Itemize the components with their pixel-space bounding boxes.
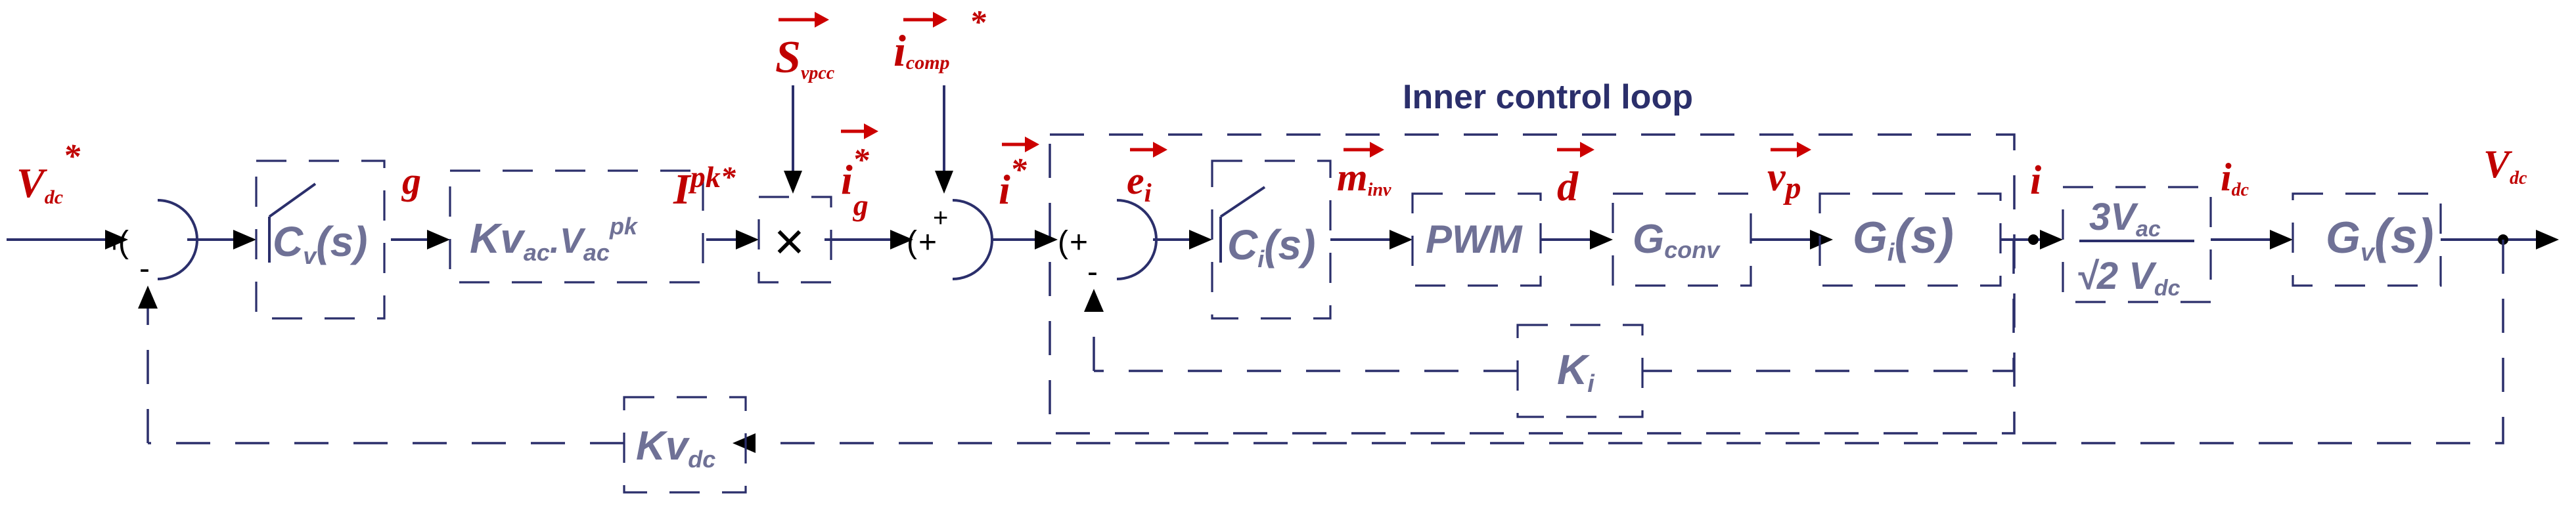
label-s-vpcc: Svpcc [775, 12, 835, 83]
svg-text:+: + [105, 225, 124, 260]
label-ig-ref: i*g [841, 123, 878, 222]
label-i-ref: i* [999, 137, 1039, 213]
inner-loop-boundary [1049, 133, 2016, 435]
label-ipk: Ipk* [673, 160, 736, 213]
svg-text:minv: minv [1337, 156, 1391, 200]
svg-text:Svpcc: Svpcc [775, 32, 835, 83]
svg-text:Ki: Ki [1557, 346, 1595, 398]
svg-text:Gi(s): Gi(s) [1853, 209, 1954, 267]
label-i: i [2030, 158, 2041, 203]
gv-plant-block: Gv(s) [2292, 192, 2442, 287]
svg-text:Vdc*: Vdc* [16, 138, 81, 208]
svg-text:Gv(s): Gv(s) [2326, 209, 2434, 267]
svg-text:+: + [1070, 225, 1088, 260]
summing-junction-2: ( + + [907, 199, 993, 280]
svg-text:-: - [139, 251, 150, 286]
svg-text:×: × [774, 212, 805, 270]
dc-conversion-block: 3Vac √2 Vdc [2062, 186, 2212, 303]
label-g: g [401, 160, 421, 202]
label-idc: idc [2221, 156, 2249, 200]
summing-junction-3: ( + - [1058, 199, 1158, 290]
svg-text:+: + [933, 204, 948, 232]
svg-text:vp: vp [1767, 155, 1801, 205]
gain-kvac-vacpk-block: Kvac.Vacpk [449, 169, 704, 284]
gi-plant-block: Gi(s) [1819, 192, 2002, 287]
ci-controller-block: Ci(s) [1211, 160, 1332, 320]
svg-text:i*g: i*g [841, 141, 870, 222]
label-d: d [1557, 142, 1594, 209]
ki-feedback-block: Ki [1516, 324, 1644, 418]
svg-text:Cv(s): Cv(s) [273, 218, 367, 269]
svg-text:Ci(s): Ci(s) [1227, 221, 1315, 272]
svg-text:+: + [918, 225, 937, 260]
svg-text:ei: ei [1127, 159, 1152, 207]
inner-loop-title: Inner control loop [1403, 78, 1693, 116]
label-vdc: Vdc [2483, 142, 2527, 188]
svg-text:Kvac.Vacpk: Kvac.Vacpk [470, 213, 639, 266]
gconv-block: Gconv [1612, 192, 1752, 287]
svg-text:Ipk*: Ipk* [673, 160, 736, 213]
inner-feedback-path [1642, 240, 2015, 372]
svg-text:icomp*: icomp* [893, 3, 987, 75]
svg-text:Kvdc: Kvdc [636, 423, 715, 473]
label-vdc-ref: Vdc* [16, 138, 81, 208]
svg-text:idc: idc [2221, 156, 2249, 200]
svg-text:i*: i* [999, 151, 1028, 213]
svg-text:3Vac: 3Vac [2089, 196, 2161, 242]
svg-text:Gconv: Gconv [1633, 217, 1721, 263]
svg-text:-: - [1087, 255, 1098, 290]
label-vp: vp [1767, 142, 1811, 205]
svg-text:(: ( [118, 225, 129, 260]
cv-controller-block: Cv(s) [255, 160, 386, 320]
kvdc-feedback-block: Kvdc [623, 396, 747, 494]
label-ei: ei [1127, 142, 1167, 207]
svg-text:d: d [1557, 163, 1579, 209]
svg-text:(: ( [907, 225, 917, 260]
pwm-block: PWM [1411, 192, 1542, 287]
svg-text:√2 Vdc: √2 Vdc [2076, 255, 2181, 301]
multiplier-block: × [757, 196, 832, 284]
svg-text:PWM: PWM [1426, 217, 1524, 261]
outer-feedback-path [756, 240, 2504, 444]
svg-text:Vdc: Vdc [2483, 142, 2527, 188]
label-i-comp: icomp* [893, 3, 987, 75]
svg-text:(: ( [1058, 225, 1068, 260]
summing-junction-1: + - [105, 199, 198, 286]
label-minv: minv [1337, 142, 1391, 200]
